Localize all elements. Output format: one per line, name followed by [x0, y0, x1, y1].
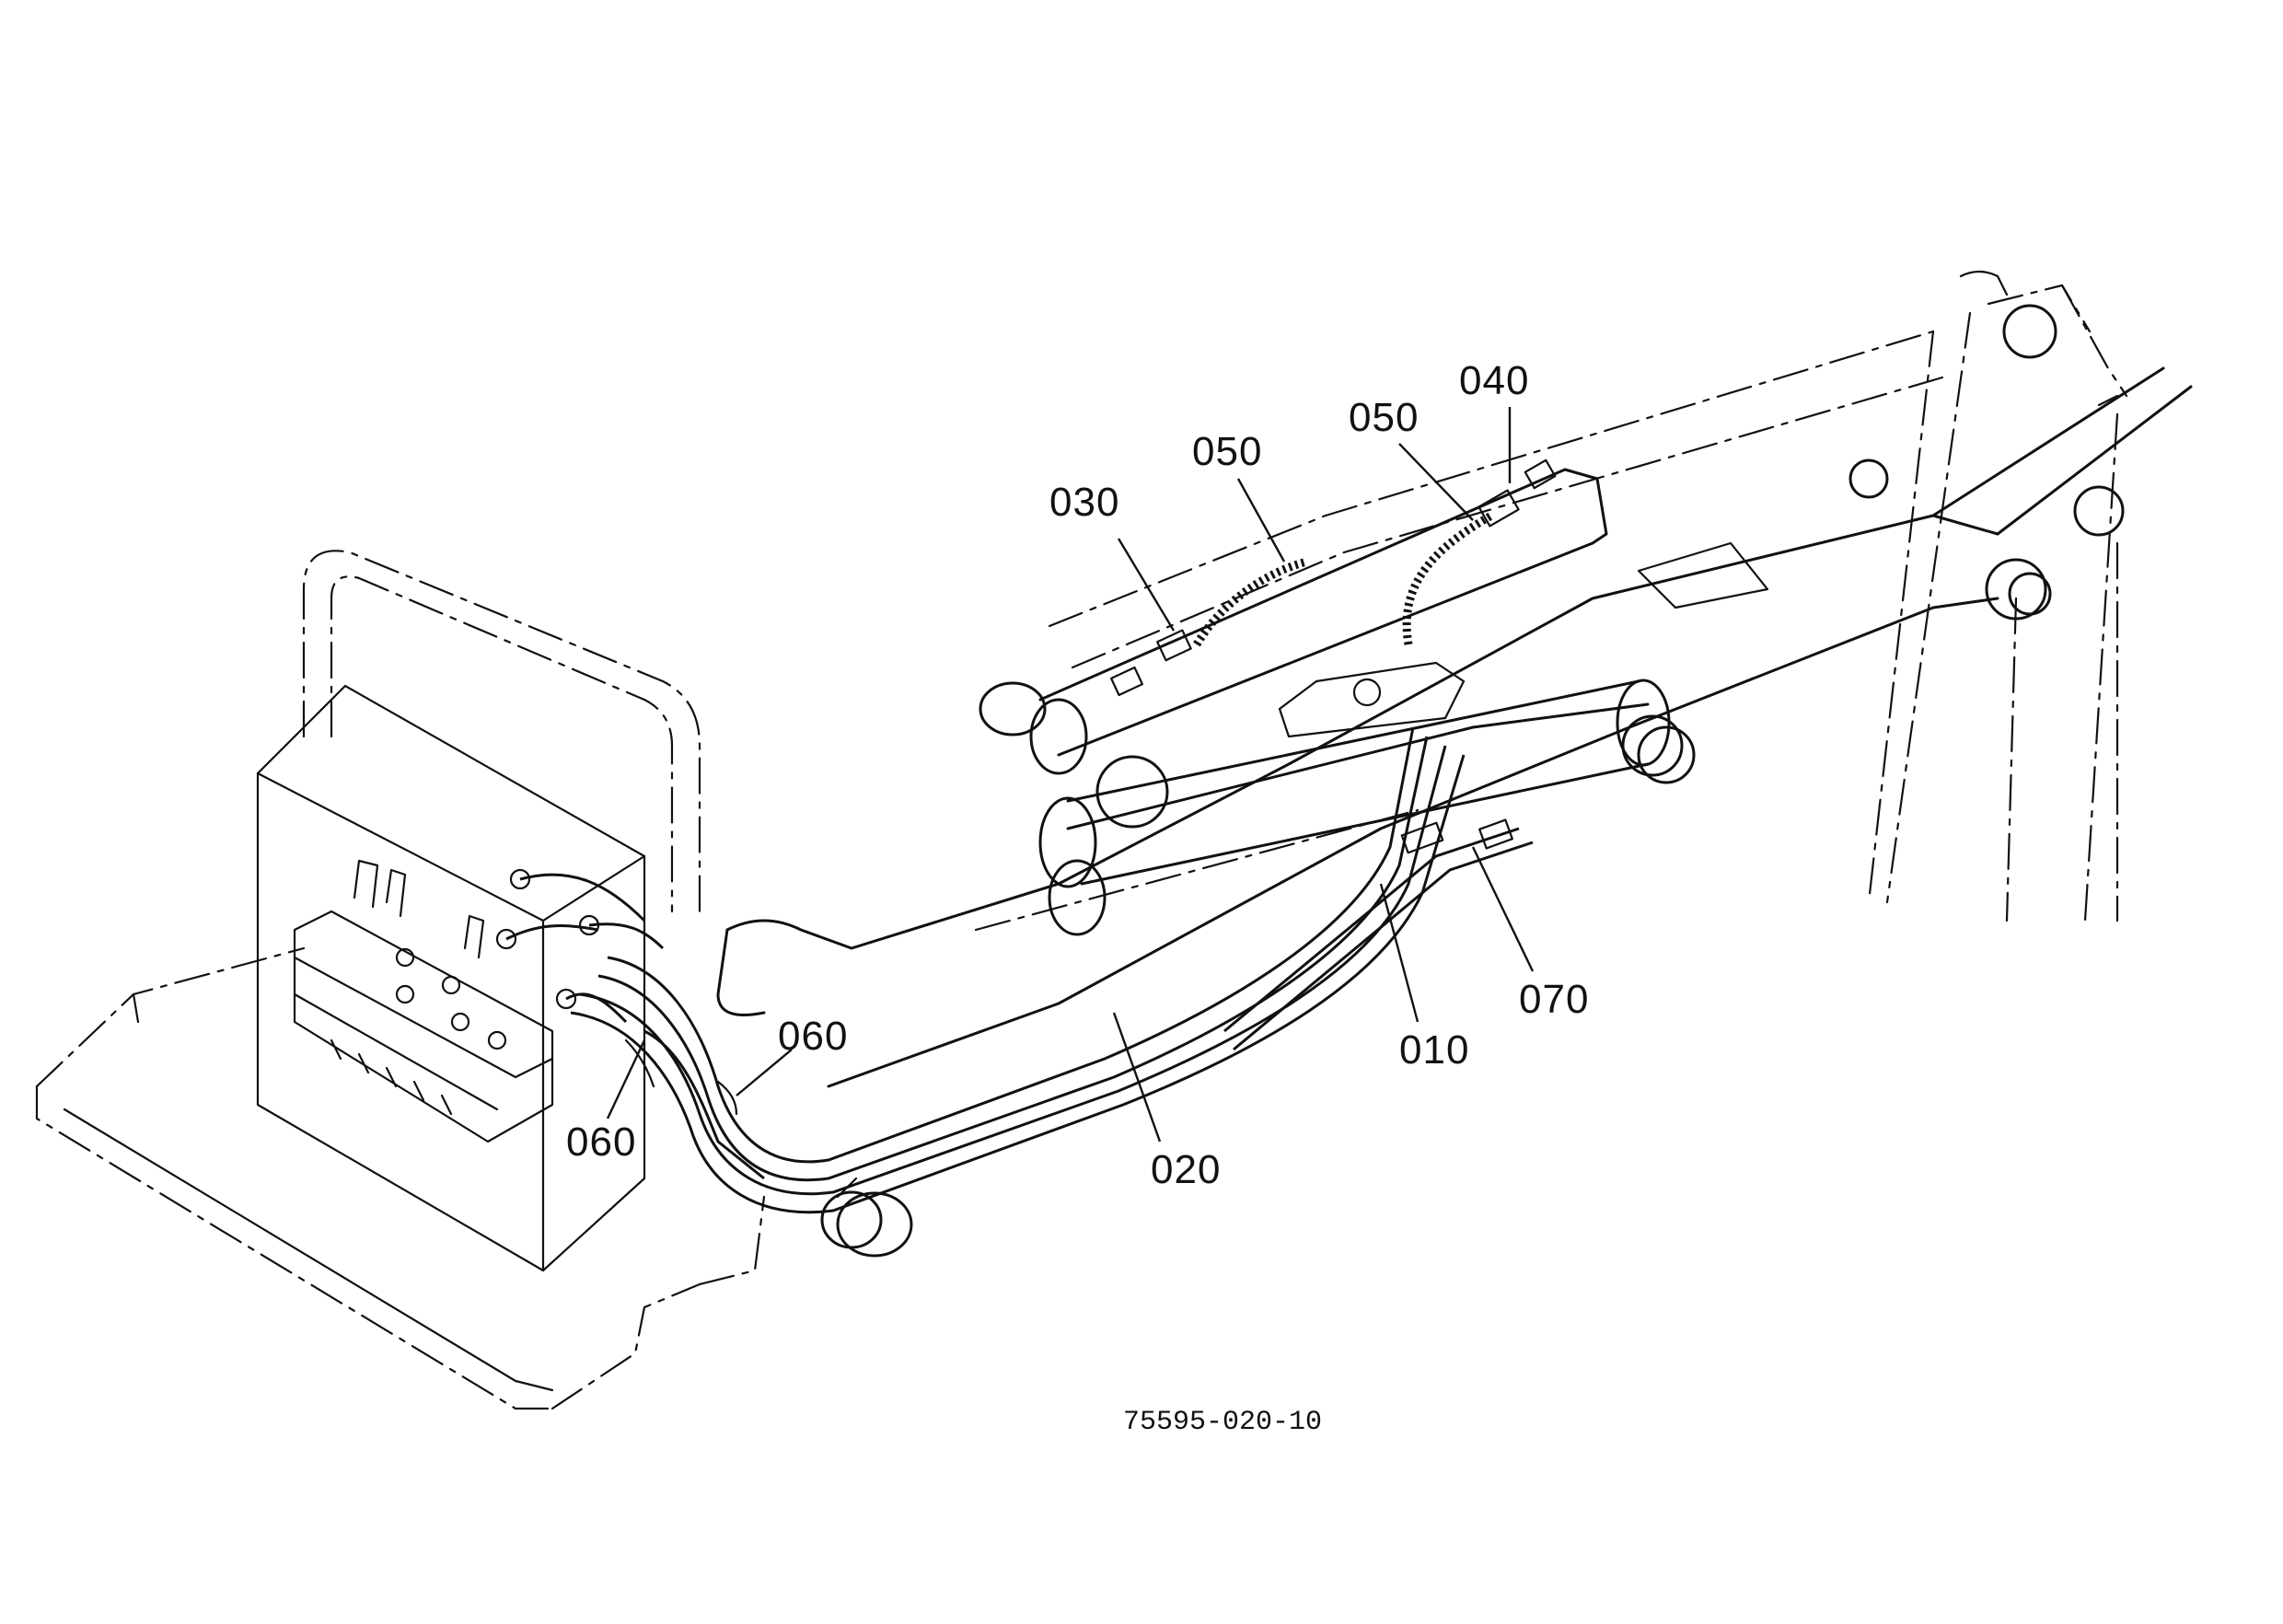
- callout-030: 030: [1049, 480, 1119, 525]
- callout-060-upper: 060: [778, 1014, 848, 1059]
- arm-cylinder: [979, 468, 1608, 829]
- fitting-070: [1400, 818, 1513, 854]
- fitting-040: [1478, 458, 1557, 528]
- hose-bundle: [495, 458, 1557, 1214]
- callout-050-left: 050: [1192, 429, 1262, 474]
- callout-leaders: [606, 407, 1535, 1143]
- callout-040: 040: [1459, 358, 1529, 403]
- callout-020: 020: [1151, 1147, 1221, 1192]
- hose-clamps-060: [624, 1038, 738, 1116]
- callout-010: 010: [1399, 1027, 1469, 1073]
- boom-cylinder: [974, 702, 1684, 936]
- callout-060-lower: 060: [566, 1119, 636, 1165]
- control-valve-housing: [256, 550, 701, 1272]
- dipper-arm: [1048, 270, 2128, 922]
- callout-050-right: 050: [1349, 395, 1419, 440]
- drawing-reference-number: 75595-020-10: [1123, 1407, 1322, 1438]
- callout-labels: 030 050 050 040 060 060 020 010 070: [566, 358, 1589, 1192]
- valve-bank: [293, 859, 554, 1143]
- callout-070: 070: [1519, 977, 1589, 1022]
- base-platform: [35, 946, 766, 1410]
- fitting-030: [1109, 629, 1192, 697]
